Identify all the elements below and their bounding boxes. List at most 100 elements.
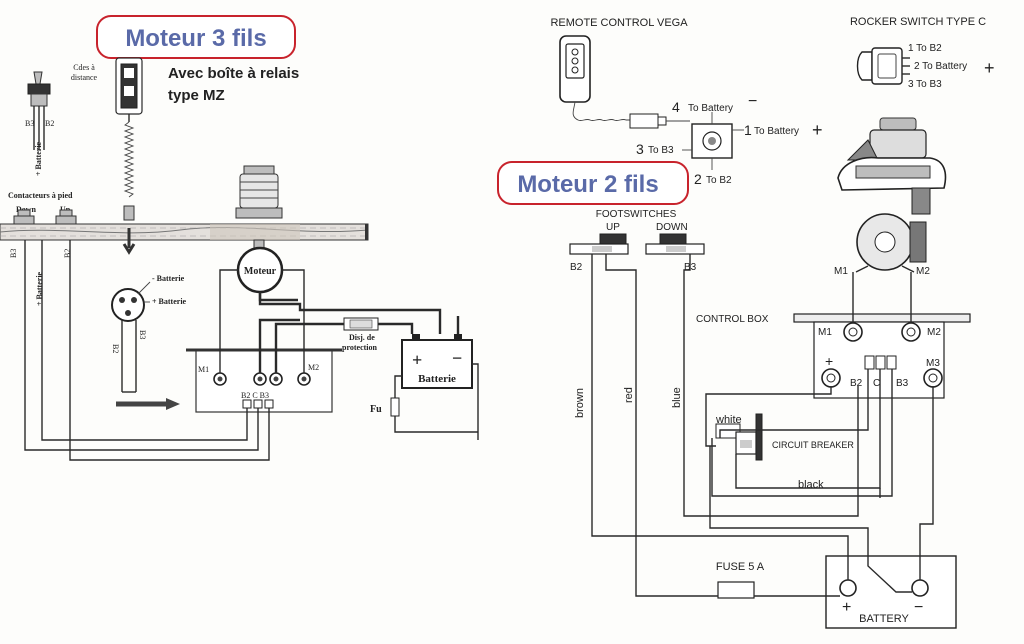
remote-socket-icon: [682, 112, 744, 170]
control-box-label: CONTROL BOX: [696, 314, 769, 325]
control-box-c: C: [873, 378, 880, 389]
footswitch-down-label: DOWN: [656, 222, 688, 233]
control-box-m3: M3: [926, 358, 940, 369]
title-moteur-3-fils: Moteur 3 fils: [125, 25, 266, 52]
socket-pin-1-label: To Battery: [754, 126, 799, 137]
right-arrow-icon: [166, 398, 180, 410]
wire-label-b3: B3: [9, 249, 18, 258]
title-moteur-2-fils: Moteur 2 fils: [517, 171, 658, 198]
fuse-5a-label: FUSE 5 A: [716, 561, 765, 573]
battery-label: Batterie: [418, 373, 456, 385]
battery-right-label: BATTERY: [859, 613, 909, 625]
control-box-b2: B2: [850, 378, 863, 389]
footswitch-b2-label: B2: [570, 262, 583, 273]
connector-plug-icon: [111, 281, 151, 322]
socket-pin-4-number: 4: [672, 99, 680, 115]
wire-label-battery: + Batterie: [35, 271, 44, 306]
remote-vega-label: REMOTE CONTROL VEGA: [550, 17, 688, 29]
footswitch-down-right-icon: [645, 233, 705, 255]
toggle-switch-icon: [27, 71, 51, 150]
battery-icon: [401, 334, 473, 389]
footswitches-label: FOOTSWITCHES: [596, 209, 677, 220]
relay-terminals: [213, 372, 311, 386]
wire-label-b2: B2: [63, 249, 72, 258]
wire-label-white: white: [715, 414, 742, 426]
footswitch-contacts-label: Contacteurs à pied: [8, 191, 73, 200]
footswitch-up-label: UP: [606, 222, 620, 233]
relay-plug-terminals: [242, 399, 274, 409]
rocker-pin-3: 3 To B3: [908, 79, 942, 90]
motor-icon: Moteur: [236, 246, 284, 294]
deck-section: [0, 223, 369, 241]
footswitch-up-icon: [55, 209, 77, 225]
control-box-b3: B3: [896, 378, 909, 389]
windlass-right-icon: [837, 117, 947, 273]
socket-pin-1-number: 1: [744, 122, 752, 138]
remote-vega-icon: [559, 35, 690, 129]
motor-label-m1: M1: [834, 266, 848, 277]
relay-label-m2: M2: [308, 363, 319, 372]
battery-right-plus: +: [842, 599, 851, 616]
remote-control-icon: [115, 57, 143, 221]
title-oval-left: [96, 15, 296, 59]
circuit-breaker-icon: [715, 413, 763, 461]
right-wiring: [591, 254, 934, 597]
motor-label-m2: M2: [916, 266, 930, 277]
socket-pin-4-sign: −: [748, 93, 757, 110]
battery-minus-sign: −: [452, 348, 462, 368]
socket-pin-2-number: 2: [694, 171, 702, 187]
battery-right-minus: −: [914, 599, 923, 616]
wire-label-black: black: [798, 479, 824, 491]
socket-pin-3-label: To B3: [648, 145, 674, 156]
wire-label-red: red: [623, 387, 635, 403]
socket-pin-4-label: To Battery: [688, 103, 733, 114]
plug-label-b2: B2: [111, 344, 120, 353]
rocker-pin-1: 1 To B2: [908, 43, 942, 54]
remote-label-2: distance: [71, 73, 98, 82]
circuit-breaker-label: CIRCUIT BREAKER: [772, 440, 854, 450]
wire-label-blue: blue: [671, 387, 683, 408]
motor-label: Moteur: [244, 266, 277, 277]
title-oval-right: [497, 161, 689, 205]
battery-plus-sign: +: [412, 350, 422, 370]
plug-label-b3: B3: [138, 330, 147, 339]
control-box-plus: +: [825, 353, 833, 369]
plug-label-minus-battery: - Batterie: [152, 274, 185, 283]
toggle-label-b3: B3: [25, 119, 34, 128]
down-arrow-icon: [122, 228, 136, 255]
rocker-switch-icon: [856, 47, 910, 85]
remote-label-1: Cdes à: [73, 63, 95, 72]
rocker-switch-label: ROCKER SWITCH TYPE C: [850, 16, 986, 28]
rocker-plus-sign: +: [984, 58, 995, 78]
windlass-icon: [235, 165, 283, 255]
toggle-label-b2: B2: [45, 119, 54, 128]
footswitch-up-right-icon: [569, 233, 629, 255]
left-wiring: [24, 118, 479, 461]
fuse-icon: [390, 397, 400, 417]
control-box-lid: [793, 313, 971, 323]
protection-breaker-icon: [343, 317, 379, 331]
fuse-5a-icon: [717, 581, 755, 599]
socket-pin-2-label: To B2: [706, 175, 732, 186]
control-box-m1: M1: [818, 327, 832, 338]
left-diagram: Moteur 3 fils Avec boîte à relais type M…: [0, 15, 479, 461]
relay-label-b2-c-b3: B2 C B3: [241, 391, 269, 400]
subtitle-relay-box: Avec boîte à relais: [168, 65, 299, 82]
breaker-label-2: protection: [342, 343, 378, 352]
right-diagram: REMOTE CONTROL VEGA ROCKER SWITCH TYPE C…: [497, 16, 995, 629]
toggle-label-battery: + Batterie: [34, 141, 43, 176]
fuse-label: Fu: [370, 404, 382, 415]
socket-pin-3-number: 3: [636, 141, 644, 157]
plug-label-plus-battery: + Batterie: [152, 297, 187, 306]
control-box-terminals: [821, 322, 943, 388]
subtitle-type-mz: type MZ: [168, 87, 225, 104]
relay-label-m1: M1: [198, 365, 209, 374]
wire-label-brown: brown: [574, 388, 586, 418]
footswitch-down-icon: [13, 209, 35, 225]
control-box-m2: M2: [927, 327, 941, 338]
socket-pin-1-sign: +: [812, 120, 823, 140]
breaker-label-1: Disj. de: [349, 333, 375, 342]
rocker-pin-2: 2 To Battery: [914, 61, 967, 72]
